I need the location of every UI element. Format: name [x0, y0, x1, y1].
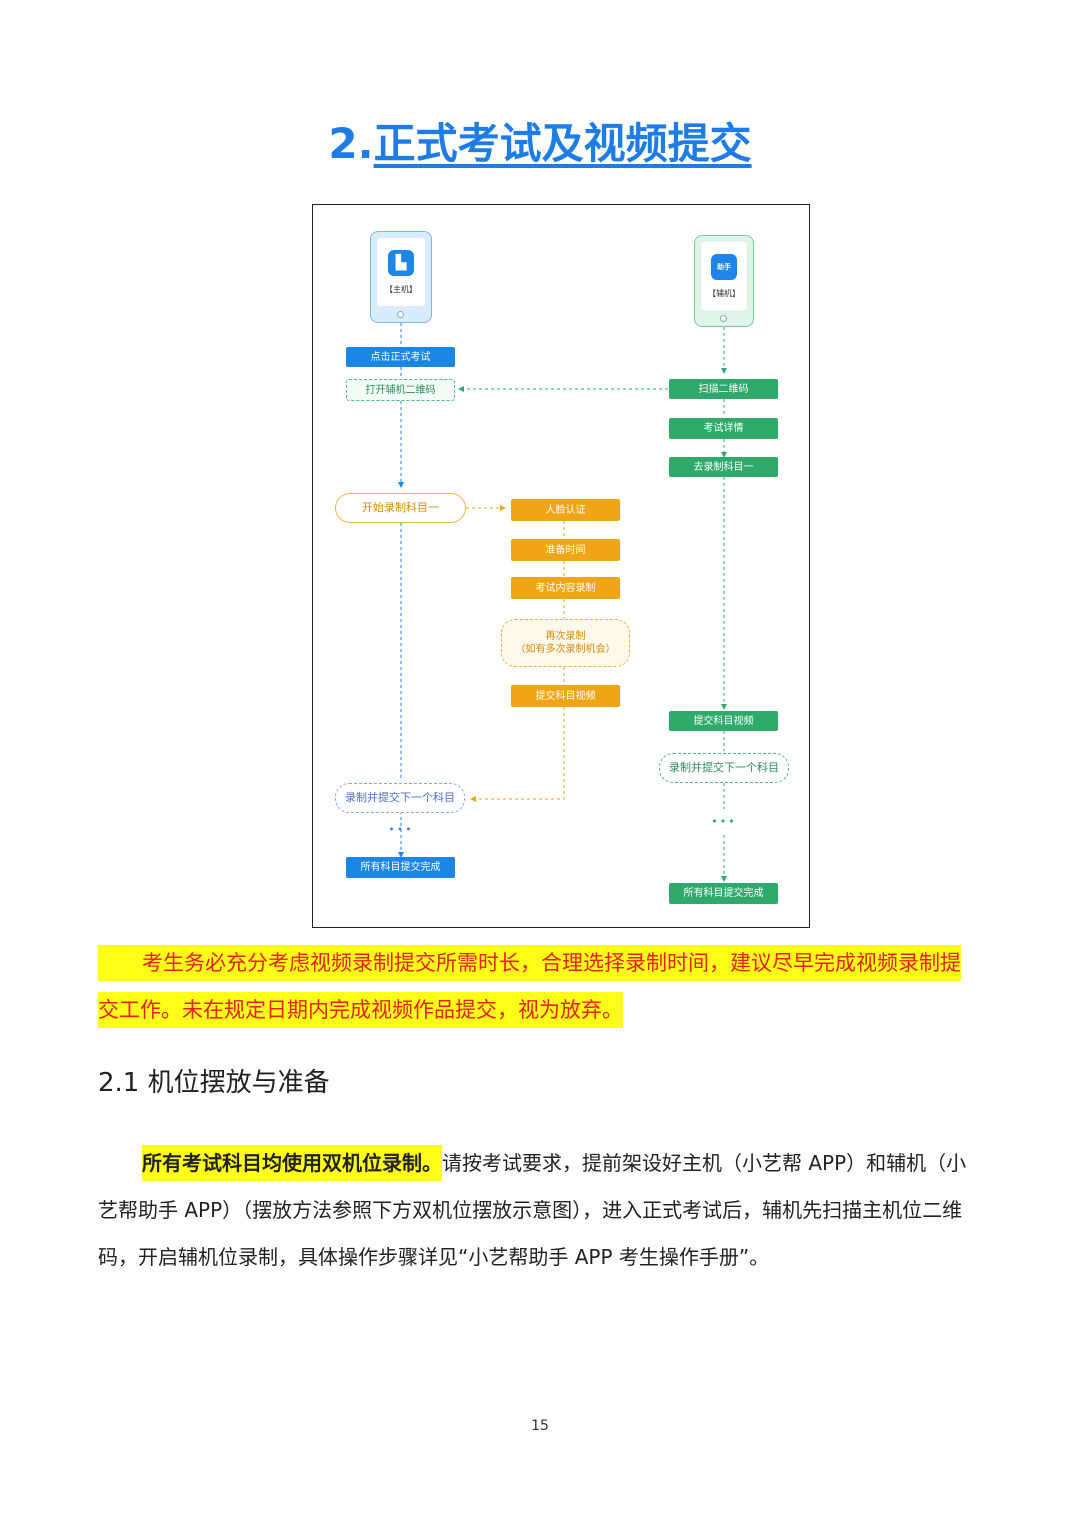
- node-open-qr: 打开辅机二维码: [346, 379, 455, 401]
- title-text: 正式考试及视频提交: [373, 119, 752, 168]
- main-phone-label: 【主机】: [385, 285, 417, 294]
- node-exam-detail: 考试详情: [669, 418, 778, 439]
- re-record-line1: 再次录制: [545, 631, 586, 642]
- node-submit-video-aux: 提交科目视频: [669, 711, 778, 731]
- node-record-next-aux: 录制并提交下一个科目: [659, 753, 789, 783]
- bold-highlight: 所有考试科目均使用双机位录制。: [142, 1145, 442, 1181]
- node-all-done-main: 所有科目提交完成: [346, 857, 455, 878]
- section-heading: 2.1 机位摆放与准备: [98, 1068, 330, 1098]
- ellipsis-main: •••: [388, 822, 414, 836]
- section-paragraph: 所有考试科目均使用双机位录制。请按考试要求，提前架设好主机（小艺帮 APP）和辅…: [98, 1140, 984, 1281]
- node-prep-time: 准备时间: [511, 539, 620, 561]
- notice-line1: 考生务必充分考虑视频录制提交所需时长，合理选择录制时间，建议尽早完成视频录制提: [98, 945, 961, 981]
- node-go-record: 去录制科目一: [669, 457, 778, 477]
- home-button-icon: [720, 315, 727, 322]
- notice-paragraph: 考生务必充分考虑视频录制提交所需时长，合理选择录制时间，建议尽早完成视频录制提 …: [98, 940, 984, 1034]
- connector: [470, 707, 565, 802]
- home-button-icon: [397, 311, 404, 318]
- node-all-done-aux: 所有科目提交完成: [669, 883, 778, 904]
- page-title: 2.正式考试及视频提交: [0, 110, 1080, 171]
- ellipsis-aux: •••: [711, 814, 737, 828]
- re-record-line2: （如有多次录制机会）: [515, 644, 616, 655]
- aux-phone-label: 【辅机】: [708, 289, 740, 298]
- page-number: 15: [531, 1418, 549, 1434]
- node-record-next-main: 录制并提交下一个科目: [335, 783, 465, 813]
- aux-phone: 助手 【辅机】: [694, 235, 754, 327]
- node-click-exam: 点击正式考试: [346, 347, 455, 367]
- assistant-logo-icon: 助手: [711, 254, 737, 280]
- node-face-auth: 人脸认证: [511, 499, 620, 521]
- flowchart: ▙ 【主机】 助手 【辅机】 点击正式考试 打开辅机二维码 开始录制科目一 录制…: [312, 204, 810, 928]
- node-re-record: 再次录制 （如有多次录制机会）: [501, 619, 630, 667]
- main-phone: ▙ 【主机】: [370, 231, 432, 323]
- phone-screen: 助手 【辅机】: [701, 242, 747, 310]
- flowchart-connectors: [398, 323, 727, 882]
- paragraph-body: 请按考试要求，提前架设好主机（小艺帮 APP）和辅机（小艺帮助手 APP）（摆放…: [98, 1151, 967, 1269]
- title-number: 2.: [328, 119, 374, 168]
- node-record-content: 考试内容录制: [511, 577, 620, 599]
- app-logo-icon: ▙: [388, 250, 414, 276]
- phone-screen: ▙ 【主机】: [377, 238, 425, 306]
- node-submit-video-mid: 提交科目视频: [511, 685, 620, 707]
- node-scan-qr: 扫描二维码: [669, 379, 778, 399]
- notice-line2: 交工作。未在规定日期内完成视频作品提交，视为放弃。: [98, 992, 623, 1028]
- node-start-record: 开始录制科目一: [335, 493, 466, 523]
